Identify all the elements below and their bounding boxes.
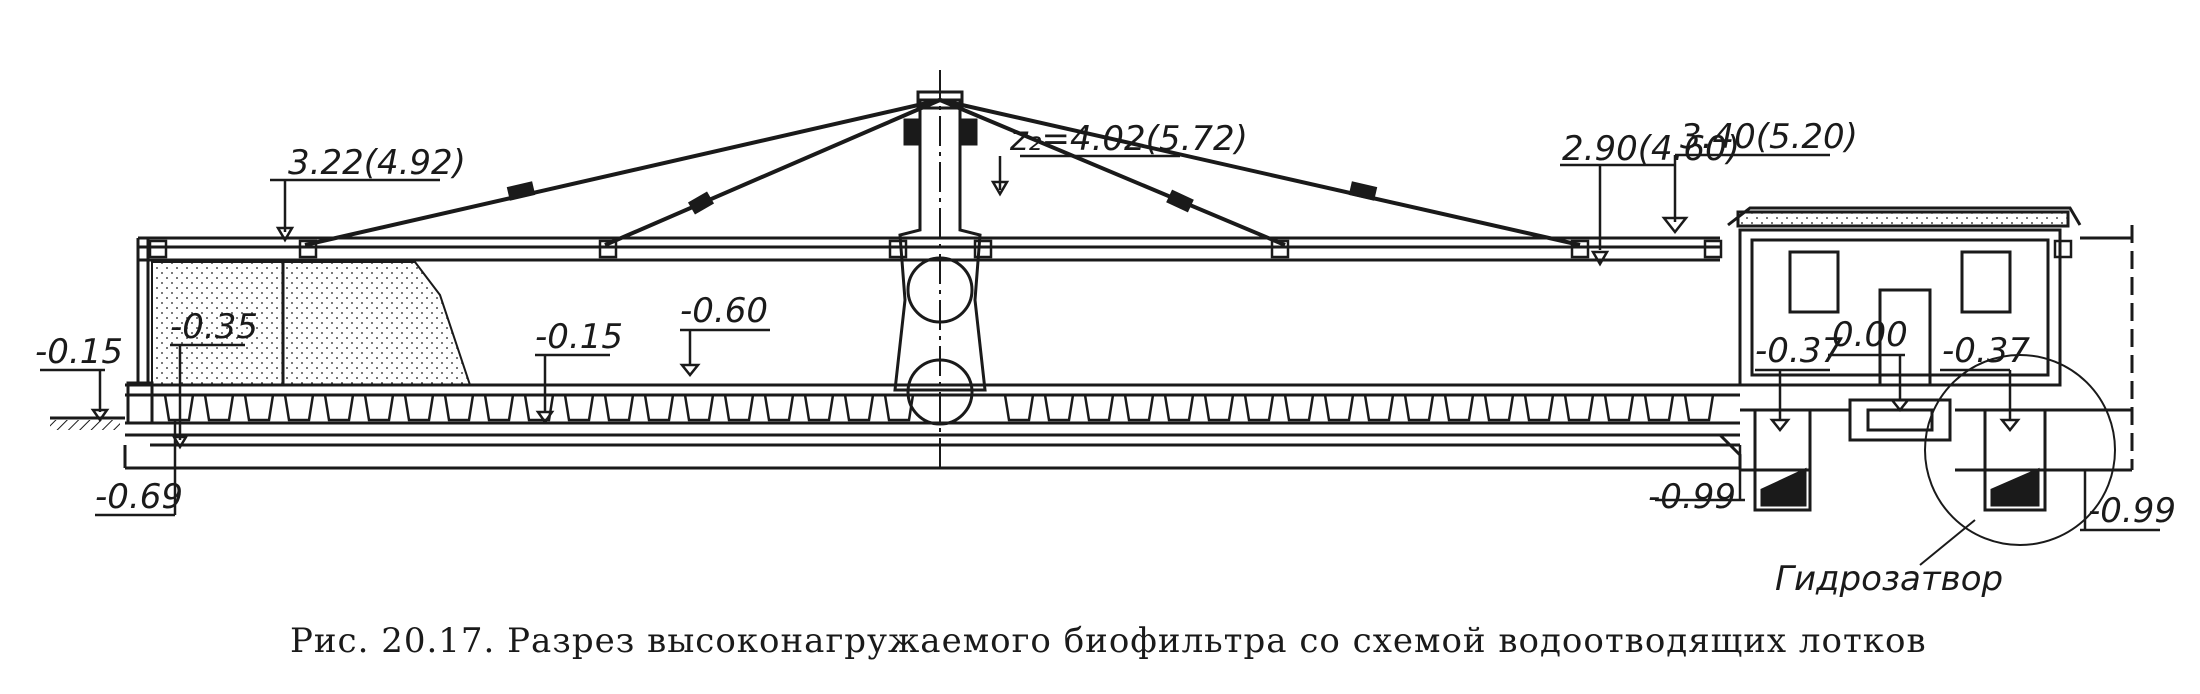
elev-label-322: 3.22(4.92) [288,143,466,183]
tray-block [1483,393,1515,422]
left-wall [50,381,154,425]
top-beam [136,236,1720,385]
tray-block [683,393,715,422]
ground-hatch [50,420,120,430]
elev-label-340: 3.40(5.20) [1680,117,1858,157]
drainage-tray-blocks [163,393,1715,422]
arm-weight-3 [1166,189,1194,213]
tray-block [1643,393,1675,422]
arm-left-short [604,98,941,247]
arm-weight-1 [506,181,536,201]
arm-weight-2 [687,191,715,215]
arm-weights [506,181,1378,215]
elev-label-290: 2.90(4.60) [1562,129,1740,169]
tray-block [1243,393,1275,422]
tray-block [1123,393,1155,422]
tray-block [363,393,395,422]
tray-block [643,393,675,422]
tray-block [1403,393,1435,422]
tray-block [243,393,275,422]
distributor-arms [304,98,1581,247]
tray-block [483,393,515,422]
tray-block [603,393,635,422]
service-building [1727,206,2082,442]
tray-block [803,393,835,422]
elev-label-m069: -0.69 [95,477,183,517]
elev-label-000: 0.00 [1832,315,1908,355]
tray-block [403,393,435,422]
tray-block [763,393,795,422]
elev-label-m015-mid: -0.15 [535,317,623,357]
tray-block [163,393,195,422]
elev-label-z2: z₂=4.02(5.72) [1009,119,1248,159]
elev-label-m099-right: -0.99 [2088,491,2176,531]
elevation-markers [40,153,2160,532]
tray-block [203,393,235,422]
tray-block [1443,393,1475,422]
arm-weight-4 [1348,181,1378,201]
tray-block [443,393,475,422]
tray-block [1203,393,1235,422]
tray-block [563,393,595,422]
elev-label-m035: -0.35 [170,307,258,347]
tray-block [1363,393,1395,422]
tray-block [1603,393,1635,422]
tray-block [1283,393,1315,422]
tray-block [283,393,315,422]
arm-right-long [939,98,1581,247]
tray-block [843,393,875,422]
filter-media [151,261,472,386]
elev-label-m037-right: -0.37 [1942,331,2030,371]
right-wall-edge [2080,225,2134,470]
hydroseal-right [1919,354,2116,566]
central-column [893,70,987,470]
arm-left-long [304,98,941,247]
tray-block [323,393,355,422]
tray-block [1523,393,1555,422]
tray-block [1683,393,1715,422]
arm-right-short [939,98,1286,247]
elev-label-m015-left: -0.15 [35,332,123,372]
tray-block [883,393,915,422]
tray-block [1323,393,1355,422]
tray-block [523,393,555,422]
tray-block [1163,393,1195,422]
tray-block [1043,393,1075,422]
tray-block [1563,393,1595,422]
hydroseal-left [1753,408,1812,512]
elev-label-m037-left: -0.37 [1755,331,1843,371]
tray-block [1003,393,1035,422]
elev-label-m099-left: -0.99 [1648,477,1736,517]
beam-joints [148,239,2073,259]
tray-block [723,393,755,422]
tray-block [1083,393,1115,422]
hydroseal-label: Гидрозатвор [1775,559,2003,599]
drainage-bottom [123,383,1740,470]
elev-label-m060: -0.60 [680,291,768,331]
figure-caption: Рис. 20.17. Разрез высоконагружаемого би… [290,621,1927,661]
